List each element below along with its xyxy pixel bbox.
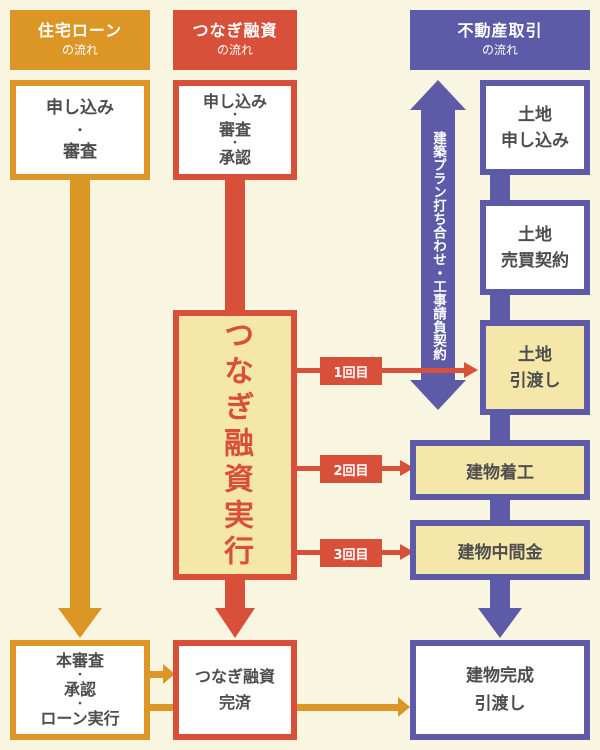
bridge-loan-execution-box: つなぎ融資実行 — [173, 310, 297, 580]
building-completion-box: 建物完成 引渡し — [410, 640, 590, 740]
step-line: 承認 — [63, 680, 96, 699]
step-line: ・ — [75, 699, 85, 710]
step-line: 本審査 — [55, 651, 104, 670]
step-line: 審査 — [63, 142, 97, 162]
bridge-loan-connector-bottom — [225, 578, 245, 610]
loan-to-bridge-line-low — [150, 704, 175, 711]
disbursement-arrowhead-2 — [400, 460, 414, 476]
step-line: ・ — [73, 123, 86, 137]
bridge-loan-application-box: 申し込み ・ 審査 ・ 承認 — [173, 80, 297, 180]
land-sale-contract-box: 土地 売買契約 — [480, 200, 590, 295]
step-line: 完済 — [218, 693, 251, 712]
loan-to-bridge-arrow-line — [150, 671, 165, 678]
loan-to-bridge-arrowhead — [163, 664, 175, 684]
step-line: 建物中間金 — [457, 542, 543, 563]
step-line: 引渡し — [474, 694, 526, 714]
land-application-box: 土地 申し込み — [480, 80, 590, 175]
disbursement-badge-1: 1回目 — [320, 357, 382, 385]
header-housing-loan: 住宅ローン の流れ — [10, 10, 150, 70]
housing-loan-connector — [70, 180, 90, 610]
bridge-to-completion-line — [297, 704, 399, 711]
header-title: 不動産取引 — [457, 21, 543, 40]
side-double-arrow — [410, 80, 466, 410]
step-line: ・ — [230, 138, 240, 149]
housing-loan-arrowhead — [58, 608, 102, 638]
step-line: 土地 — [518, 344, 552, 365]
step-line: つなぎ融資 — [194, 667, 275, 686]
interim-payment-box: 建物中間金 — [410, 520, 590, 580]
bridge-loan-connector-top — [225, 180, 245, 312]
disbursement-arrowhead-1 — [464, 362, 478, 378]
step-line: 土地 — [518, 224, 552, 245]
header-title: つなぎ融資 — [192, 21, 278, 40]
step-line: 申し込み — [46, 98, 114, 118]
header-subtitle: の流れ — [481, 43, 518, 57]
bridge-loan-completion-box: つなぎ融資 完済 — [173, 640, 297, 740]
header-subtitle: の流れ — [216, 43, 253, 57]
construction-start-box: 建物着工 — [410, 440, 590, 500]
bridge-to-completion-arrowhead — [398, 697, 410, 717]
disbursement-arrowhead-3 — [400, 544, 414, 560]
execution-label: つなぎ融資実行 — [218, 319, 253, 571]
step-line: ローン実行 — [40, 709, 120, 728]
step-line: ・ — [230, 110, 240, 121]
header-real-estate: 不動産取引 の流れ — [410, 10, 590, 70]
step-line: 売買契約 — [501, 250, 569, 271]
step-line: ・ — [75, 670, 85, 681]
side-arrow-label: 建築プラン打ち合わせ・工事請負契約 — [430, 131, 446, 361]
bridge-loan-arrowhead — [215, 608, 255, 638]
disbursement-badge-2: 2回目 — [320, 455, 382, 483]
header-subtitle: の流れ — [61, 43, 98, 57]
step-line: 建物着工 — [466, 462, 534, 483]
step-line: 審査 — [218, 120, 251, 139]
land-handover-box: 土地 引渡し — [480, 320, 590, 415]
step-line: 引渡し — [509, 370, 561, 391]
disbursement-badge-3: 3回目 — [320, 539, 382, 567]
header-title: 住宅ローン — [37, 21, 123, 40]
step-line: 申し込み — [501, 130, 569, 151]
step-line: 申し込み — [202, 92, 267, 111]
step-line: 土地 — [518, 104, 552, 125]
housing-loan-final-box: 本審査 ・ 承認 ・ ローン実行 — [10, 640, 150, 740]
step-line: 建物完成 — [466, 666, 534, 686]
header-bridge-loan: つなぎ融資 の流れ — [173, 10, 297, 70]
real-estate-arrowhead — [478, 608, 522, 638]
housing-loan-application-box: 申し込み ・ 審査 — [10, 80, 150, 180]
step-line: 承認 — [218, 148, 251, 167]
